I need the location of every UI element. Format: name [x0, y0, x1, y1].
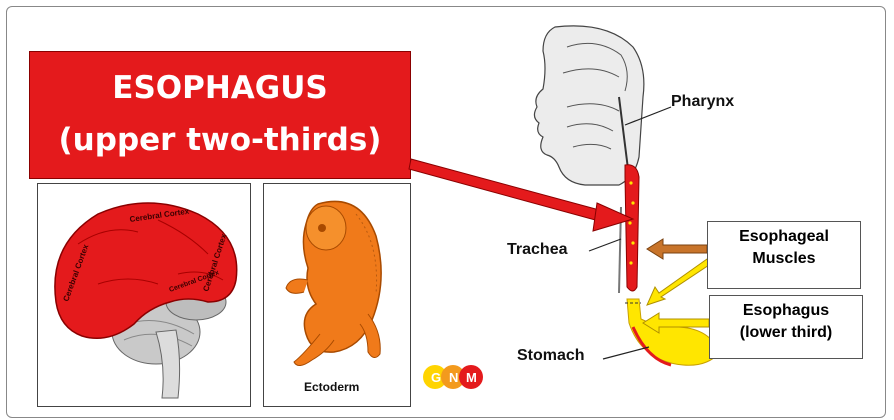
title-line-1: ESOPHAGUS — [30, 70, 410, 106]
logo-letter-n: N — [449, 370, 458, 385]
title-box: ESOPHAGUS (upper two-thirds) — [29, 51, 411, 179]
esophageal-muscles-callout: Esophageal Muscles — [707, 221, 861, 289]
embryo-illustration — [264, 184, 412, 408]
logo-letter-g: G — [431, 370, 441, 385]
slide-frame: ESOPHAGUS (upper two-thirds) Cerebral Co… — [6, 6, 886, 418]
pharynx-label: Pharynx — [671, 93, 734, 111]
title-line-2: (upper two-thirds) — [30, 122, 410, 158]
esophagus-lower-callout: Esophagus (lower third) — [709, 295, 863, 359]
brain-panel: Cerebral Cortex Cerebral Cortex Cerebral… — [37, 183, 251, 407]
gnm-logo: G N M — [423, 365, 483, 389]
brain-illustration: Cerebral Cortex Cerebral Cortex Cerebral… — [38, 184, 252, 408]
trachea-label: Trachea — [507, 241, 567, 259]
muscles-line-2: Muscles — [708, 248, 860, 270]
lower-line-2: (lower third) — [710, 322, 862, 344]
stomach-label: Stomach — [517, 347, 585, 365]
lower-line-1: Esophagus — [710, 300, 862, 322]
logo-letter-m: M — [466, 370, 477, 385]
muscles-line-1: Esophageal — [708, 226, 860, 248]
ectoderm-label: Ectoderm — [304, 380, 359, 394]
embryo-panel: Ectoderm — [263, 183, 411, 407]
